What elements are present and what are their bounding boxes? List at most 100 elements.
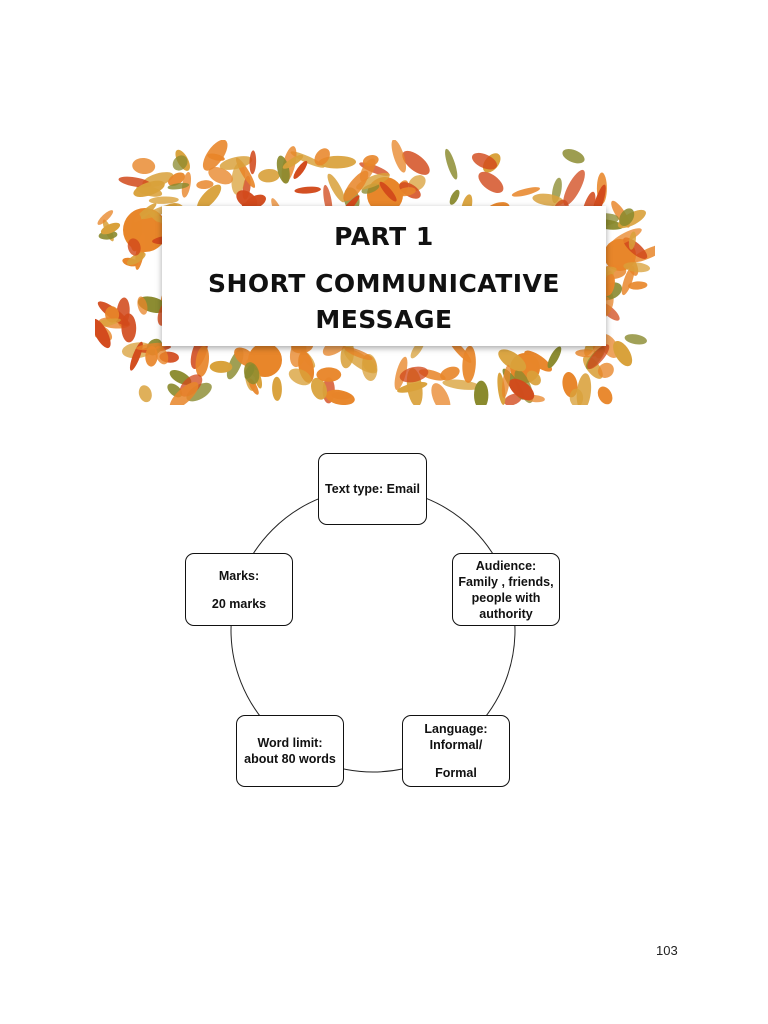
leaf-shape (449, 189, 460, 205)
leaf-shape (478, 171, 504, 194)
leaf-shape (511, 187, 540, 197)
leaf-shape (97, 210, 114, 225)
leaf-shape (397, 382, 428, 393)
leaf-shape (316, 367, 342, 382)
node-audience-line-3: people with (471, 590, 541, 605)
node-marks-line-2: 20 marks (211, 596, 267, 611)
node-marks: Marks: 20 marks (185, 553, 293, 626)
leaf-shape (628, 231, 636, 250)
leaf-shape (508, 378, 535, 401)
node-word-limit: Word limit: about 80 words (236, 715, 344, 787)
leaf-shape (504, 393, 522, 405)
leaf-shape (100, 222, 121, 235)
leaf-shape (587, 344, 610, 370)
node-audience-line-4: authority (479, 606, 533, 621)
leaf-shape (526, 370, 541, 386)
node-audience-line-1: Audience: (475, 558, 537, 573)
leaf-shape (154, 345, 169, 365)
page-title: SHORT COMMUNICATIVE MESSAGE (208, 269, 560, 334)
leaf-shape (293, 160, 308, 179)
leaf-shape (147, 210, 167, 226)
leaf-shape (209, 360, 233, 373)
leaf-shape (148, 196, 179, 204)
leaf-shape (195, 345, 210, 377)
leaf-shape (402, 150, 430, 175)
node-marks-line-1: Marks: (218, 568, 260, 583)
leaf-shape (442, 379, 481, 390)
leaf-shape (628, 281, 648, 290)
leaf-shape (282, 154, 304, 169)
node-language: Language: Informal/ Formal (402, 715, 510, 787)
node-word-limit-line-1: Word limit: (257, 736, 323, 750)
leaf-shape (569, 388, 584, 405)
leaf-shape (168, 172, 185, 186)
leaf-shape (167, 182, 190, 190)
part-heading: PART 1 (334, 222, 434, 251)
leaf-shape (394, 356, 408, 391)
leaf-shape (379, 181, 397, 202)
leaf-shape (138, 385, 152, 403)
leaf-shape (532, 193, 564, 206)
leaf-shape (524, 350, 553, 372)
leaf-shape (362, 154, 379, 167)
leaf-shape (597, 386, 613, 405)
leaf-shape (258, 168, 280, 183)
node-language-line-3: Formal (435, 766, 477, 780)
leaf-shape (136, 342, 169, 351)
node-text-type-line-1: Text type: Email (325, 482, 420, 496)
leaf-shape (145, 346, 158, 367)
page-number: 103 (656, 943, 678, 958)
leaf-shape (498, 349, 527, 372)
leaf-shape (597, 362, 614, 378)
title-card: PART 1 SHORT COMMUNICATIVE MESSAGE (162, 206, 606, 346)
leaf-shape (95, 318, 111, 349)
leaf-shape (431, 383, 451, 405)
leaf-shape (202, 140, 228, 171)
leaf-shape (619, 208, 635, 227)
node-word-limit-line-2: about 80 words (244, 752, 336, 766)
leaf-shape (325, 389, 355, 405)
leaf-shape (462, 345, 476, 383)
node-language-line-1: Language: (424, 722, 488, 736)
leaf-shape (294, 186, 321, 194)
leaf-shape (397, 187, 416, 197)
leaf-shape (501, 364, 511, 399)
leaf-shape (399, 366, 429, 383)
leaf-shape (327, 173, 345, 203)
leaf-shape (288, 368, 312, 386)
leaf-shape (249, 150, 257, 175)
leaf-shape (563, 169, 585, 206)
leaf-shape (244, 364, 255, 379)
node-audience: Audience: Family , friends, people with … (452, 553, 560, 626)
node-language-line-2: Informal/ (429, 738, 483, 752)
leaf-shape (613, 340, 633, 367)
leaf-shape (445, 148, 458, 180)
leaf-shape (137, 296, 148, 315)
leaf-shape (169, 382, 199, 405)
leaf-shape (126, 252, 146, 266)
leaf-shape (196, 180, 214, 190)
leaf-shape (474, 380, 489, 405)
leaf-shape (440, 366, 460, 381)
leaf-shape (172, 155, 188, 171)
leaf-shape (121, 313, 137, 343)
leaf-shape (272, 376, 282, 401)
leaf-shape (621, 265, 635, 296)
leaf-shape (471, 152, 498, 170)
leaf-shape (344, 346, 373, 361)
leaf-shape (343, 170, 369, 202)
leaf-shape (314, 148, 330, 166)
node-text-type: Text type: Email (318, 453, 427, 525)
leaf-shape (133, 180, 165, 197)
leaf-shape (624, 334, 647, 345)
leaf-shape (132, 157, 156, 175)
leaf-shape (562, 149, 585, 164)
leaf-shape (311, 377, 327, 400)
leaf-shape (356, 172, 390, 190)
leaf-shape (623, 262, 651, 273)
leaf-shape (197, 184, 222, 211)
leaf-shape (208, 167, 233, 185)
leaf-shape (547, 346, 562, 369)
leaf-shape (219, 156, 253, 170)
leaf-shape (391, 140, 407, 173)
